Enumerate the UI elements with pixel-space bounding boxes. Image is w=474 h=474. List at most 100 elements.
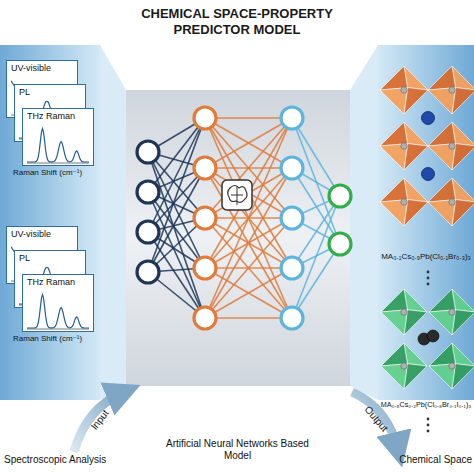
octahedron-face [404, 144, 428, 170]
neuron [281, 107, 303, 129]
arrow-label: Input [88, 408, 111, 433]
lead-atom [401, 199, 407, 205]
octahedron-face [380, 88, 408, 114]
spectrum-title: UV-visible [7, 227, 77, 240]
octahedron-face [380, 178, 408, 202]
axis-label: Raman Shift (cm⁻¹) [13, 168, 82, 178]
neuron [281, 157, 303, 179]
network-link [205, 118, 292, 168]
section-label: Chemical Space [394, 454, 472, 466]
lead-atom [449, 143, 455, 149]
octahedron-face [428, 88, 456, 114]
neuron [194, 107, 216, 129]
network-link [292, 244, 340, 318]
spectrum-title: PL [15, 85, 85, 98]
diagram-title: CHEMICAL SPACE-PROPERTY PREDICTOR MODEL [107, 6, 367, 38]
spectrum-curve [27, 129, 89, 162]
octahedron-face [381, 364, 407, 389]
octahedron-face [428, 122, 456, 146]
octahedron-face [428, 144, 456, 170]
spectrum-plot [27, 125, 89, 164]
network-link [205, 118, 292, 218]
spectrum-axis [27, 163, 89, 164]
input-funnel [100, 45, 126, 400]
neuron [281, 307, 303, 329]
octahedron-face [452, 310, 474, 335]
network-link [205, 268, 292, 318]
network-link [205, 168, 292, 318]
octahedron-face [380, 66, 408, 90]
lead-atom [401, 363, 407, 369]
spectrum-title: THz Raman [23, 275, 93, 288]
octahedron-face [428, 178, 456, 202]
axis-label: Raman Shift (cm⁻¹) [13, 334, 82, 344]
octahedron-face [380, 200, 408, 226]
neuron [194, 207, 216, 229]
neuron [329, 233, 351, 255]
lead-atom [401, 143, 407, 149]
cation-sphere [422, 168, 435, 181]
lead-atom [401, 87, 407, 93]
lead-atom [449, 87, 455, 93]
section-label: Spectroscopic Analysis [4, 454, 134, 466]
octahedron-face [428, 200, 456, 226]
network-link [205, 118, 292, 318]
octahedron-face [404, 310, 427, 335]
octahedron-face [381, 289, 407, 312]
input-panel [0, 45, 100, 400]
lead-atom [401, 309, 407, 315]
spectrum-axis [27, 329, 89, 330]
brain-chip-icon [222, 180, 252, 210]
octahedron-face [429, 364, 455, 389]
network-link [205, 118, 292, 218]
lead-atom [449, 363, 455, 369]
octahedron-face [429, 343, 455, 366]
neuron [281, 207, 303, 229]
octahedron-face [381, 310, 407, 335]
network-link [205, 118, 292, 268]
chemical-formula: MA₀.₈Cs₀.₂Pb(Cl₀.₈Br₀.₁I₀.₁)₃ [378, 400, 474, 410]
network-link [205, 118, 292, 268]
octahedron-face [381, 343, 407, 366]
network-link [205, 117, 292, 119]
network-link [205, 218, 292, 318]
network-link [205, 168, 292, 218]
spectrum-title: UV-visible [7, 61, 77, 74]
octahedron-face [380, 144, 408, 170]
section-label: Artificial Neural Networks Based Model [165, 438, 310, 462]
octahedron-face [429, 289, 455, 312]
neuron [194, 157, 216, 179]
network-link [205, 118, 292, 318]
neuron [137, 181, 159, 203]
network-panel [126, 90, 350, 386]
octahedron-face [404, 88, 428, 114]
neuron [137, 261, 159, 283]
neuron [194, 307, 216, 329]
network-link [205, 168, 292, 318]
neural-network [137, 107, 351, 329]
cation-sphere [427, 330, 439, 342]
neuron [194, 257, 216, 279]
output-funnel [350, 45, 378, 400]
lead-atom [449, 199, 455, 205]
octahedron-face [404, 200, 428, 226]
crystal-structures [380, 66, 474, 389]
spectrum-title: PL [15, 251, 85, 264]
spectrum-title: THz Raman [23, 109, 93, 122]
spectrum-card: THz RamanRaman Shift (cm⁻¹) [22, 274, 94, 332]
network-link [205, 118, 292, 168]
network-link [205, 268, 292, 318]
spectrum-plot [27, 291, 89, 330]
chemical-formula: MA₀.₁Cs₀.₉Pb(Cl₀.₁Br₀.₃)₃ [378, 252, 474, 262]
network-link [205, 168, 292, 218]
network-link [205, 317, 292, 319]
neuron [329, 185, 351, 207]
octahedron-face [428, 66, 456, 90]
cation-sphere [422, 112, 435, 125]
spectrum-curve [27, 295, 89, 328]
neuron [137, 141, 159, 163]
octahedron-face [380, 122, 408, 146]
octahedron-face [404, 364, 427, 389]
network-link [205, 218, 292, 318]
